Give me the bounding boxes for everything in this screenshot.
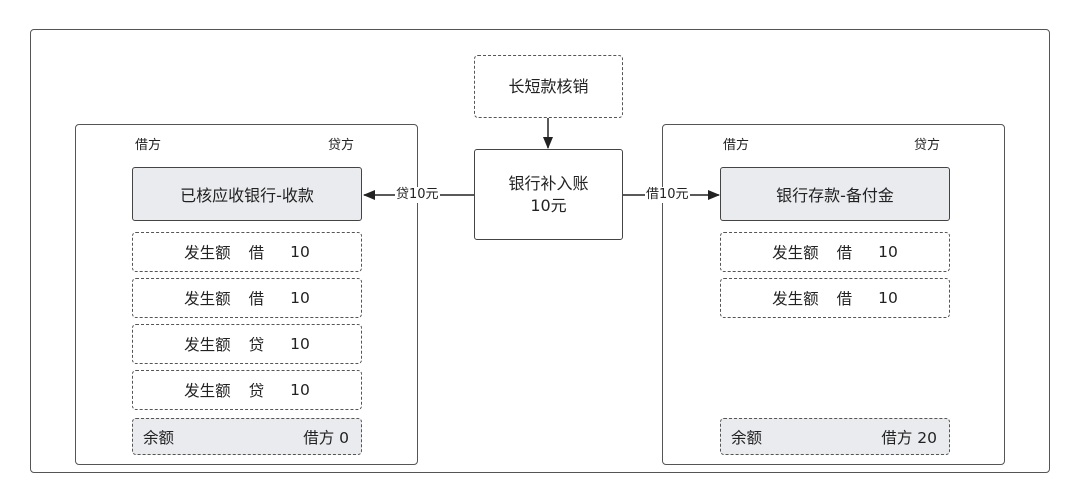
entry-amount: 10 [290, 289, 310, 307]
bank-node-line1: 银行补入账 [508, 173, 589, 193]
left-account-title: 已核应收银行-收款 [132, 167, 362, 221]
left-balance-row: 余额 借方 0 [132, 418, 362, 455]
right-balance-row: 余额 借方 20 [720, 418, 950, 455]
entry-label: 发生额 [772, 244, 819, 262]
entry-label: 发生额 [184, 382, 231, 400]
entry-direction: 贷 [248, 336, 265, 354]
entry-amount: 10 [290, 381, 310, 399]
bank-supplement-node: 银行补入账 10元 [474, 149, 623, 240]
left-credit-label: 贷方 [328, 138, 355, 153]
balance-value: 借方 0 [303, 428, 349, 447]
left-entry-row: 发生额 贷 10 [132, 324, 362, 364]
left-entry-row: 发生额 借 10 [132, 232, 362, 272]
entry-amount: 10 [878, 243, 898, 261]
balance-value: 借方 20 [881, 428, 937, 447]
left-debit-label: 借方 [135, 138, 162, 153]
entry-label: 发生额 [184, 336, 231, 354]
right-entry-row: 发生额 借 10 [720, 232, 950, 272]
entry-direction: 借 [248, 244, 265, 262]
entry-direction: 借 [836, 290, 853, 308]
right-account-title: 银行存款-备付金 [720, 167, 950, 221]
entry-direction: 贷 [248, 382, 265, 400]
left-edge-label: 贷10元 [395, 187, 440, 203]
writeoff-node: 长短款核销 [474, 55, 623, 118]
bank-node-line2: 10元 [530, 195, 567, 215]
entry-amount: 10 [290, 335, 310, 353]
writeoff-node-label: 长短款核销 [508, 76, 589, 96]
entry-direction: 借 [836, 244, 853, 262]
diagram-frame [30, 29, 1050, 473]
entry-direction: 借 [248, 290, 265, 308]
left-entry-row: 发生额 贷 10 [132, 370, 362, 410]
balance-label: 余额 [143, 428, 175, 447]
entry-label: 发生额 [184, 244, 231, 262]
balance-label: 余额 [731, 428, 763, 447]
entry-label: 发生额 [184, 290, 231, 308]
entry-amount: 10 [878, 289, 898, 307]
right-entry-row: 发生额 借 10 [720, 278, 950, 318]
entry-amount: 10 [290, 243, 310, 261]
left-entry-row: 发生额 借 10 [132, 278, 362, 318]
right-credit-label: 贷方 [914, 138, 941, 153]
entry-label: 发生额 [772, 290, 819, 308]
right-debit-label: 借方 [723, 138, 750, 153]
right-edge-label: 借10元 [645, 187, 690, 203]
